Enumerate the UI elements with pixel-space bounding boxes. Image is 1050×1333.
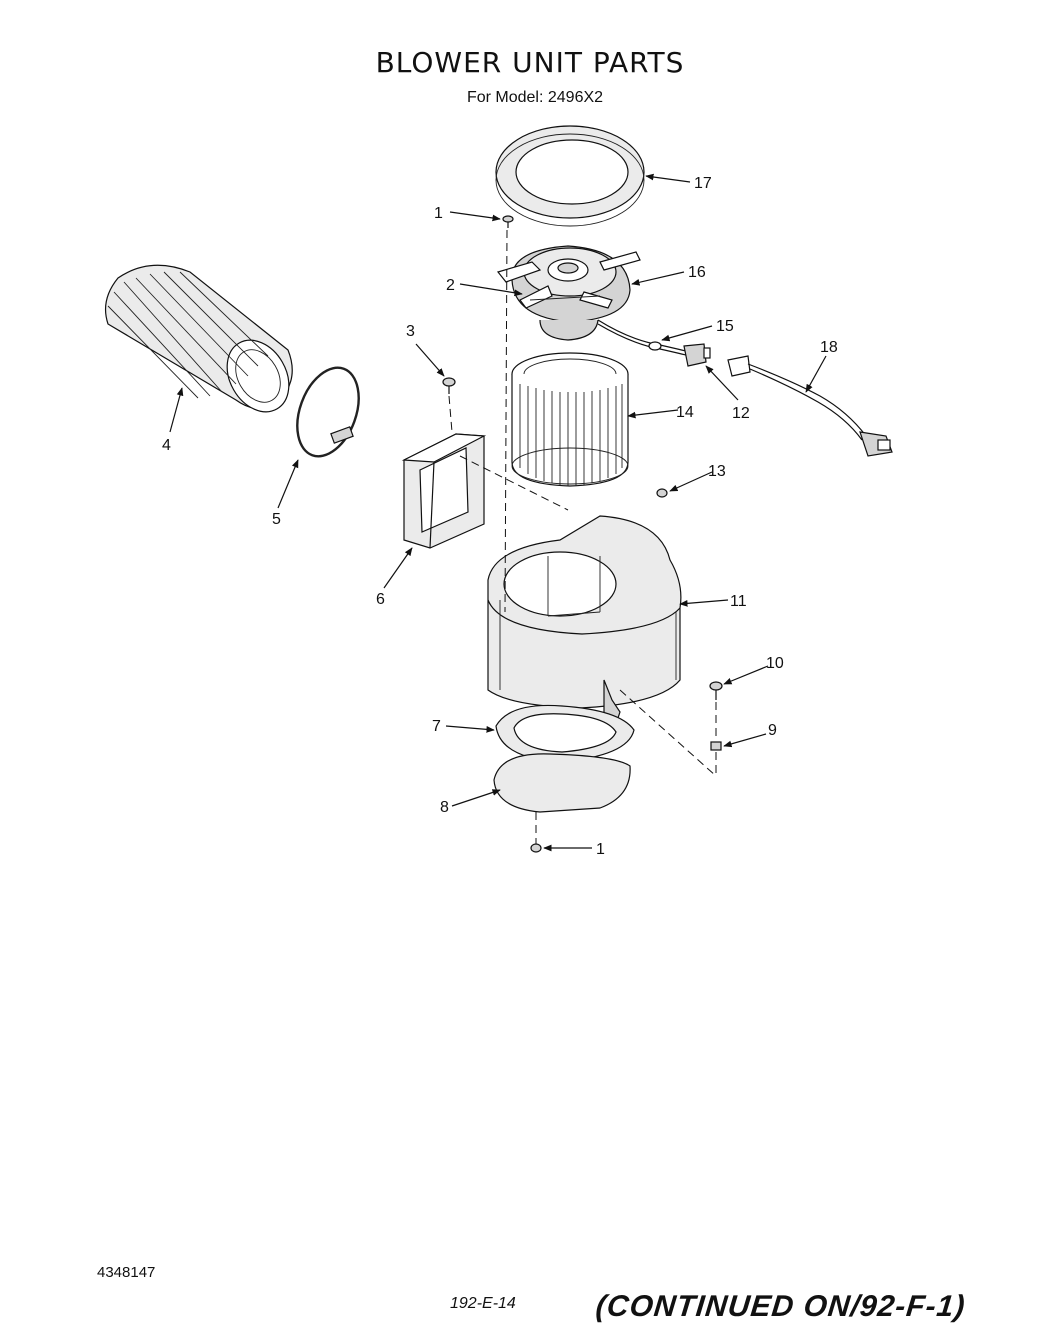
callout-1-top: 1 (434, 205, 443, 222)
callout-15: 15 (716, 318, 734, 335)
part-4-exhaust-duct (105, 264, 293, 413)
callout-16: 16 (688, 264, 706, 281)
callout-18: 18 (820, 339, 838, 356)
callout-11: 11 (730, 593, 747, 610)
part-11-blower-housing (487, 515, 682, 725)
callout-17: 17 (694, 175, 712, 192)
callout-1-bottom: 1 (596, 841, 605, 858)
leader-lines (169, 173, 827, 852)
part-13-set-screw (656, 488, 668, 498)
part-3-screw (442, 377, 456, 394)
part-8-base-plate (493, 753, 631, 813)
model-subtitle: For Model: 2496X2 (466, 89, 604, 106)
callout-13: 13 (708, 463, 726, 480)
part-17-gasket-ring (495, 125, 645, 227)
part-10-screw (709, 681, 723, 700)
callout-9: 9 (768, 722, 777, 739)
handwritten-reference: 192-E-14 (450, 1295, 516, 1312)
callout-3: 3 (406, 323, 415, 340)
callout-8: 8 (440, 799, 449, 816)
part-9-nut (710, 741, 722, 751)
callout-10: 10 (766, 655, 784, 672)
callout-7: 7 (432, 718, 441, 735)
callout-12: 12 (732, 405, 750, 422)
part-5-hose-clamp (296, 366, 360, 458)
callout-5: 5 (272, 511, 281, 528)
part-7-seal (495, 704, 635, 763)
part-15-12-motor-wiring (597, 319, 711, 367)
callout-2: 2 (446, 277, 455, 294)
alignment-lines (448, 229, 717, 844)
callout-14: 14 (676, 404, 694, 421)
part-16-motor (496, 245, 641, 341)
part-1-screw-bottom (530, 843, 542, 853)
part-14-blower-wheel (511, 352, 629, 487)
document-number: 4348147 (97, 1264, 156, 1281)
callout-labels: 1 17 2 16 15 18 3 12 14 13 4 5 6 11 10 9… (162, 175, 838, 858)
page-title: BLOWER UNIT PARTS (375, 46, 685, 79)
continued-note: (CONTINUED ON/92-F-1) (594, 1290, 968, 1323)
part-1-screw-top (502, 215, 514, 228)
part-18-wire-harness (727, 355, 893, 457)
part-6-adapter-frame (401, 433, 487, 549)
callout-4: 4 (162, 437, 171, 454)
callout-6: 6 (376, 591, 385, 608)
